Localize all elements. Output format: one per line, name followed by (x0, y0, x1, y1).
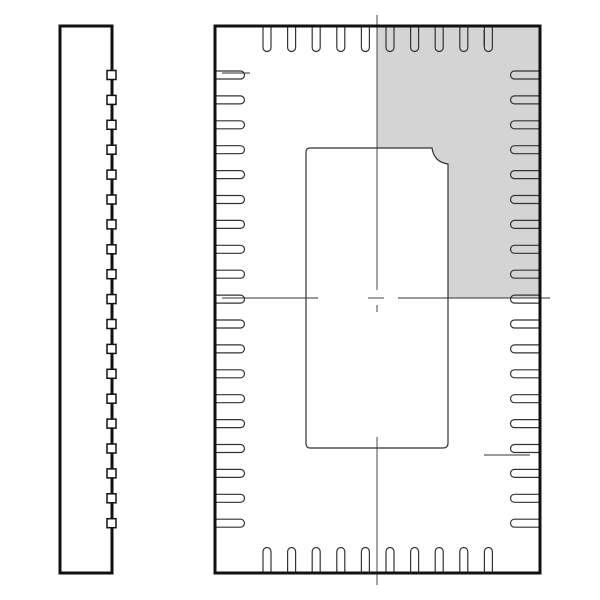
right-edge-pad (509, 70, 539, 80)
left-edge-pad (216, 468, 246, 478)
bottom-edge-pad (385, 546, 395, 572)
top-edge-pad (459, 27, 469, 53)
left-edge-pad (216, 269, 246, 279)
side-pad (106, 493, 117, 504)
side-pad (106, 293, 117, 305)
left-edge-pad (216, 319, 246, 329)
right-edge-pad (509, 219, 539, 229)
left-edge-pad (216, 419, 246, 429)
bottom-edge-pad (434, 546, 444, 572)
right-edge-pad (509, 419, 539, 429)
left-edge-pad (216, 120, 246, 130)
left-edge-pad (216, 194, 246, 205)
left-edge-pad (216, 369, 246, 379)
right-edge-pad (509, 344, 539, 354)
left-edge-pad (216, 344, 246, 354)
right-edge-pad (509, 244, 539, 254)
top-edge-pad (336, 27, 346, 53)
top-view (213, 15, 550, 585)
side-pad (106, 194, 117, 205)
left-edge-pad (216, 170, 246, 180)
right-edge-pad (509, 95, 539, 105)
bottom-edge-pad (287, 546, 297, 572)
top-edge-pad (311, 27, 321, 53)
left-edge-pad (216, 95, 246, 105)
side-pad (106, 418, 117, 429)
left-edge-pad (216, 443, 246, 454)
side-pad (106, 69, 117, 81)
left-edge-pad (216, 145, 246, 155)
side-pad (106, 268, 117, 280)
bottom-edge-pad (459, 546, 469, 572)
side-pad (106, 343, 117, 355)
right-edge-pad (509, 145, 539, 155)
left-edge-pad (216, 493, 246, 503)
right-edge-pad (509, 518, 539, 528)
bottom-edge-pad (360, 546, 370, 572)
side-pad (106, 443, 117, 454)
side-pad (106, 219, 117, 230)
left-edge-pad (216, 518, 246, 528)
right-edge-pad (509, 394, 539, 404)
right-edge-pad (509, 120, 539, 130)
top-edge-pad (385, 27, 395, 53)
side-pad (106, 393, 117, 404)
side-pad (106, 119, 117, 131)
side-pad (106, 517, 117, 529)
right-edge-pad (509, 443, 539, 454)
top-edge-pad (287, 27, 297, 53)
right-edge-pad (509, 294, 539, 304)
side-pad (106, 144, 117, 155)
top-view-body-outline (213, 24, 542, 575)
side-view (58, 24, 117, 575)
side-pad (106, 468, 117, 479)
bottom-edge-pad (483, 546, 493, 572)
left-edge-pad (216, 294, 246, 304)
right-edge-pad (509, 194, 539, 205)
right-edge-pad (509, 269, 539, 279)
right-edge-pad (509, 319, 539, 329)
left-edge-pad (216, 394, 246, 404)
left-edge-pad (216, 244, 246, 254)
left-edge-pad (216, 70, 246, 80)
right-edge-pad (509, 468, 539, 478)
bottom-edge-pad (262, 546, 272, 572)
right-edge-pad (509, 493, 539, 503)
side-pad (106, 368, 117, 380)
side-view-body (58, 24, 114, 575)
left-edge-pad (216, 219, 246, 229)
top-edge-pad (360, 27, 370, 53)
bottom-edge-pad (410, 546, 420, 572)
side-pad (106, 244, 117, 255)
side-pad (106, 169, 117, 180)
right-edge-pad (509, 170, 539, 180)
side-pad (106, 318, 117, 330)
side-pad (106, 94, 117, 106)
top-edge-pad (410, 27, 420, 53)
top-edge-pad (483, 27, 493, 53)
top-edge-pad (434, 27, 444, 53)
bottom-edge-pad (336, 546, 346, 572)
right-edge-pad (509, 369, 539, 379)
bottom-edge-pad (311, 546, 321, 572)
top-edge-pad (262, 27, 272, 53)
